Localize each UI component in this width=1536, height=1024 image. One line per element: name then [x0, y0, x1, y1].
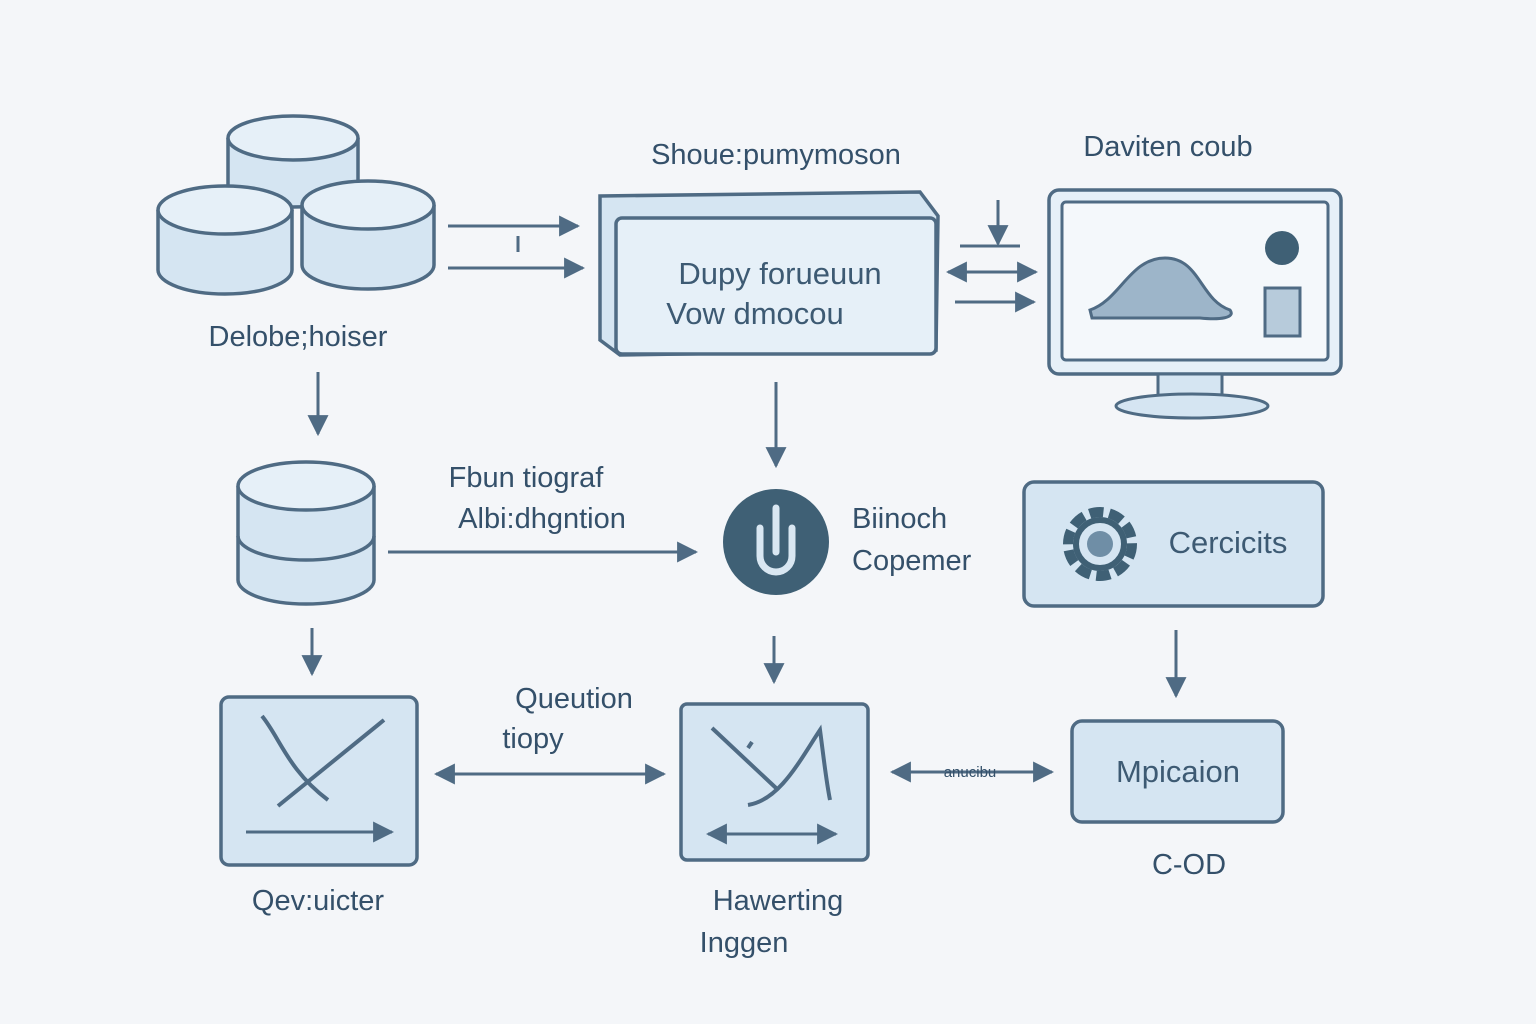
edge-label-line1: Queution [515, 683, 633, 715]
edge-label: anucibu [944, 764, 997, 781]
edge-label-line2: tiopy [502, 723, 564, 755]
node-label: Delobe;hoiser [209, 321, 388, 353]
edge-arrow [945, 200, 1039, 313]
node-label: Cercicits [1169, 525, 1288, 560]
node-label-line2: Copemer [852, 545, 972, 577]
node-label-line1: Biinoch [852, 503, 947, 535]
monitor-chart-icon [1047, 188, 1343, 420]
database-stack-icon [156, 114, 436, 296]
gear-icon [1063, 507, 1137, 581]
edge-label-line2: Albi:dhgntion [458, 503, 626, 535]
chart-panel-icon [219, 695, 419, 867]
process-box [598, 190, 940, 357]
node-caption: C-OD [1152, 849, 1226, 881]
database-icon [236, 460, 376, 606]
box-text-line2: Vow dmocou [666, 296, 844, 331]
edge-arrow [307, 372, 787, 469]
edge-arrow [301, 628, 1187, 699]
edge-arrow [448, 215, 586, 279]
node-label: Qev:uicter [252, 885, 384, 917]
power-icon [723, 489, 829, 595]
chart-panel-icon [679, 702, 870, 862]
application-box [1070, 719, 1285, 824]
box-text-line1: Dupy forueuun [678, 256, 881, 291]
edge-label-line1: Fbun tiograf [449, 462, 605, 494]
node-label: Mpicaion [1116, 754, 1240, 789]
node-title: Shoue:pumymoson [651, 139, 901, 171]
node-title: Daviten coub [1083, 131, 1252, 163]
node-label-line2: Inggen [700, 927, 789, 959]
node-label-line1: Hawerting [713, 885, 844, 917]
